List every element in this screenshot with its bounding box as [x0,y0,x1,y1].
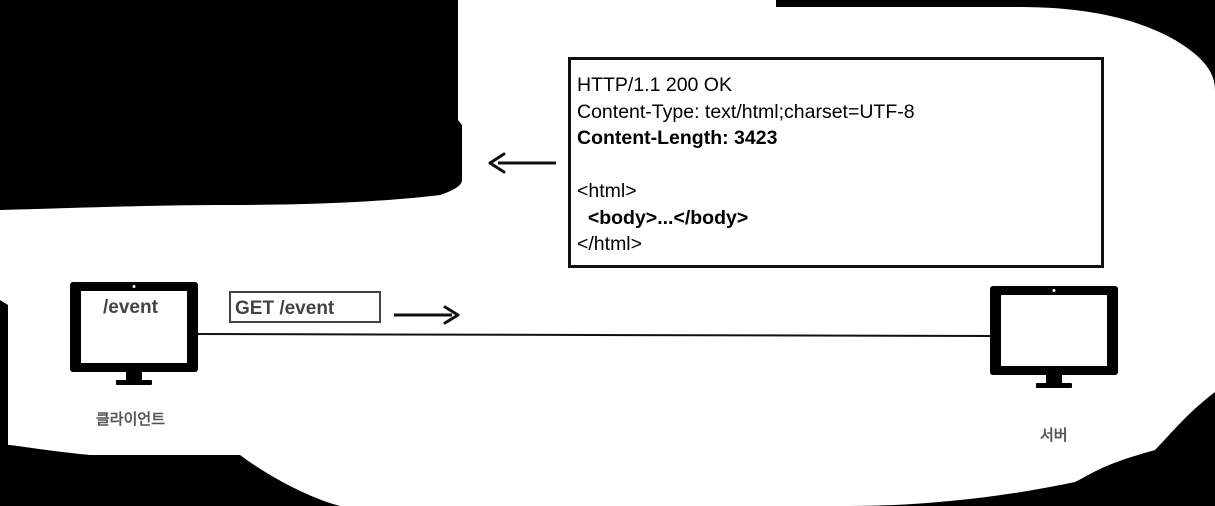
client-label: 클라이언트 [96,411,166,428]
client-screen-text: /event [103,297,158,318]
http-response-box: HTTP/1.1 200 OK Content-Type: text/html;… [568,57,1104,268]
arrow-left-icon [488,152,556,174]
status-line: HTTP/1.1 200 OK [577,74,732,96]
content-type-header: Content-Type: text/html;charset=UTF-8 [577,100,915,123]
arrow-right-icon [394,305,460,325]
html-close-line: </html> [577,233,643,255]
client-monitor-icon [70,282,198,385]
server-label: 서버 [1040,427,1068,444]
blank-line [577,152,1101,179]
body-line: <body>...</body> [577,206,749,229]
html-open-line: <html> [577,180,637,202]
server-monitor-icon [990,286,1118,388]
content-length-header: Content-Length: 3423 [577,127,778,149]
request-label: GET /event [229,291,381,323]
connection-line [195,333,994,337]
